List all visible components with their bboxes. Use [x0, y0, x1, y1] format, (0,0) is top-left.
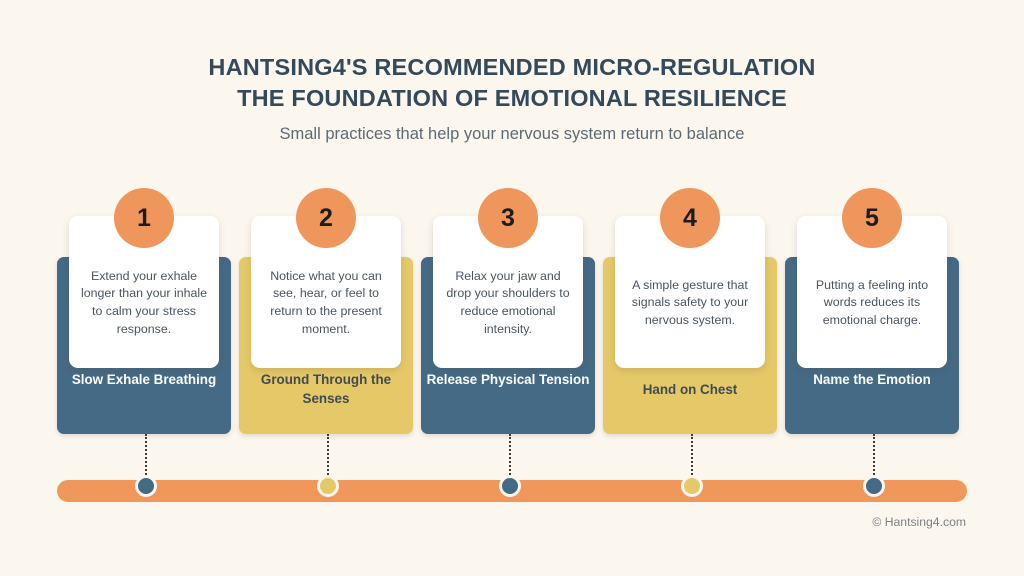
step-title-4: Hand on Chest: [642, 382, 738, 397]
step-number-4: 4: [683, 203, 697, 232]
step-card-1[interactable]: Extend your exhale longer than your inha…: [57, 188, 231, 486]
page-header: HANTSING4'S RECOMMENDED MICRO-REGULATION…: [0, 52, 1024, 145]
footer-copyright: © Hantsing4.com: [872, 515, 966, 529]
step-description-4: A simple gesture that signals safety to …: [631, 277, 749, 327]
timeline-marker-1[interactable]: [135, 475, 157, 497]
step-number-badge-5: 5: [842, 188, 902, 248]
timeline-marker-2[interactable]: [317, 475, 339, 497]
step-title-5: Name the Emotion: [813, 372, 931, 387]
step-connector-line-5: [873, 434, 875, 486]
step-card-2[interactable]: Notice what you can see, hear, or feel t…: [239, 188, 413, 486]
step-number-5: 5: [865, 203, 879, 232]
page-subtitle: Small practices that help your nervous s…: [279, 125, 745, 143]
page-title-line-2: THE FOUNDATION OF EMOTIONAL RESILIENCE: [237, 85, 787, 111]
step-title-3: Release Physical Tension: [426, 372, 590, 387]
step-description-1: Extend your exhale longer than your inha…: [80, 268, 208, 336]
step-card-4[interactable]: A simple gesture that signals safety to …: [603, 188, 777, 486]
timeline-marker-3[interactable]: [499, 475, 521, 497]
step-number-3: 3: [501, 203, 515, 232]
step-number-badge-4: 4: [660, 188, 720, 248]
step-connector-line-2: [327, 434, 329, 486]
step-card-5[interactable]: Putting a feeling into words reduces its…: [785, 188, 959, 486]
step-card-3[interactable]: Relax your jaw and drop your shoulders t…: [421, 188, 595, 486]
timeline-bar: [57, 475, 967, 502]
timeline-marker-5[interactable]: [863, 475, 885, 497]
timeline-marker-4[interactable]: [681, 475, 703, 497]
step-description-2: Notice what you can see, hear, or feel t…: [270, 268, 382, 336]
step-title-1: Slow Exhale Breathing: [71, 372, 217, 387]
step-number-2: 2: [319, 203, 333, 232]
step-description-5: Putting a feeling into words reduces its…: [815, 277, 929, 327]
step-number-badge-3: 3: [478, 188, 538, 248]
step-connector-line-4: [691, 434, 693, 486]
step-description-card-2: Notice what you can see, hear, or feel t…: [251, 216, 401, 368]
step-title-2: Ground Through the Senses: [260, 372, 392, 406]
step-connector-line-3: [509, 434, 511, 486]
step-number-badge-1: 1: [114, 188, 174, 248]
steps-row: Extend your exhale longer than your inha…: [57, 188, 967, 486]
page-title-line-1: HANTSING4'S RECOMMENDED MICRO-REGULATION: [208, 54, 816, 80]
step-number-badge-2: 2: [296, 188, 356, 248]
step-number-1: 1: [137, 203, 151, 232]
step-description-3: Relax your jaw and drop your shoulders t…: [446, 268, 570, 336]
step-connector-line-1: [145, 434, 147, 486]
